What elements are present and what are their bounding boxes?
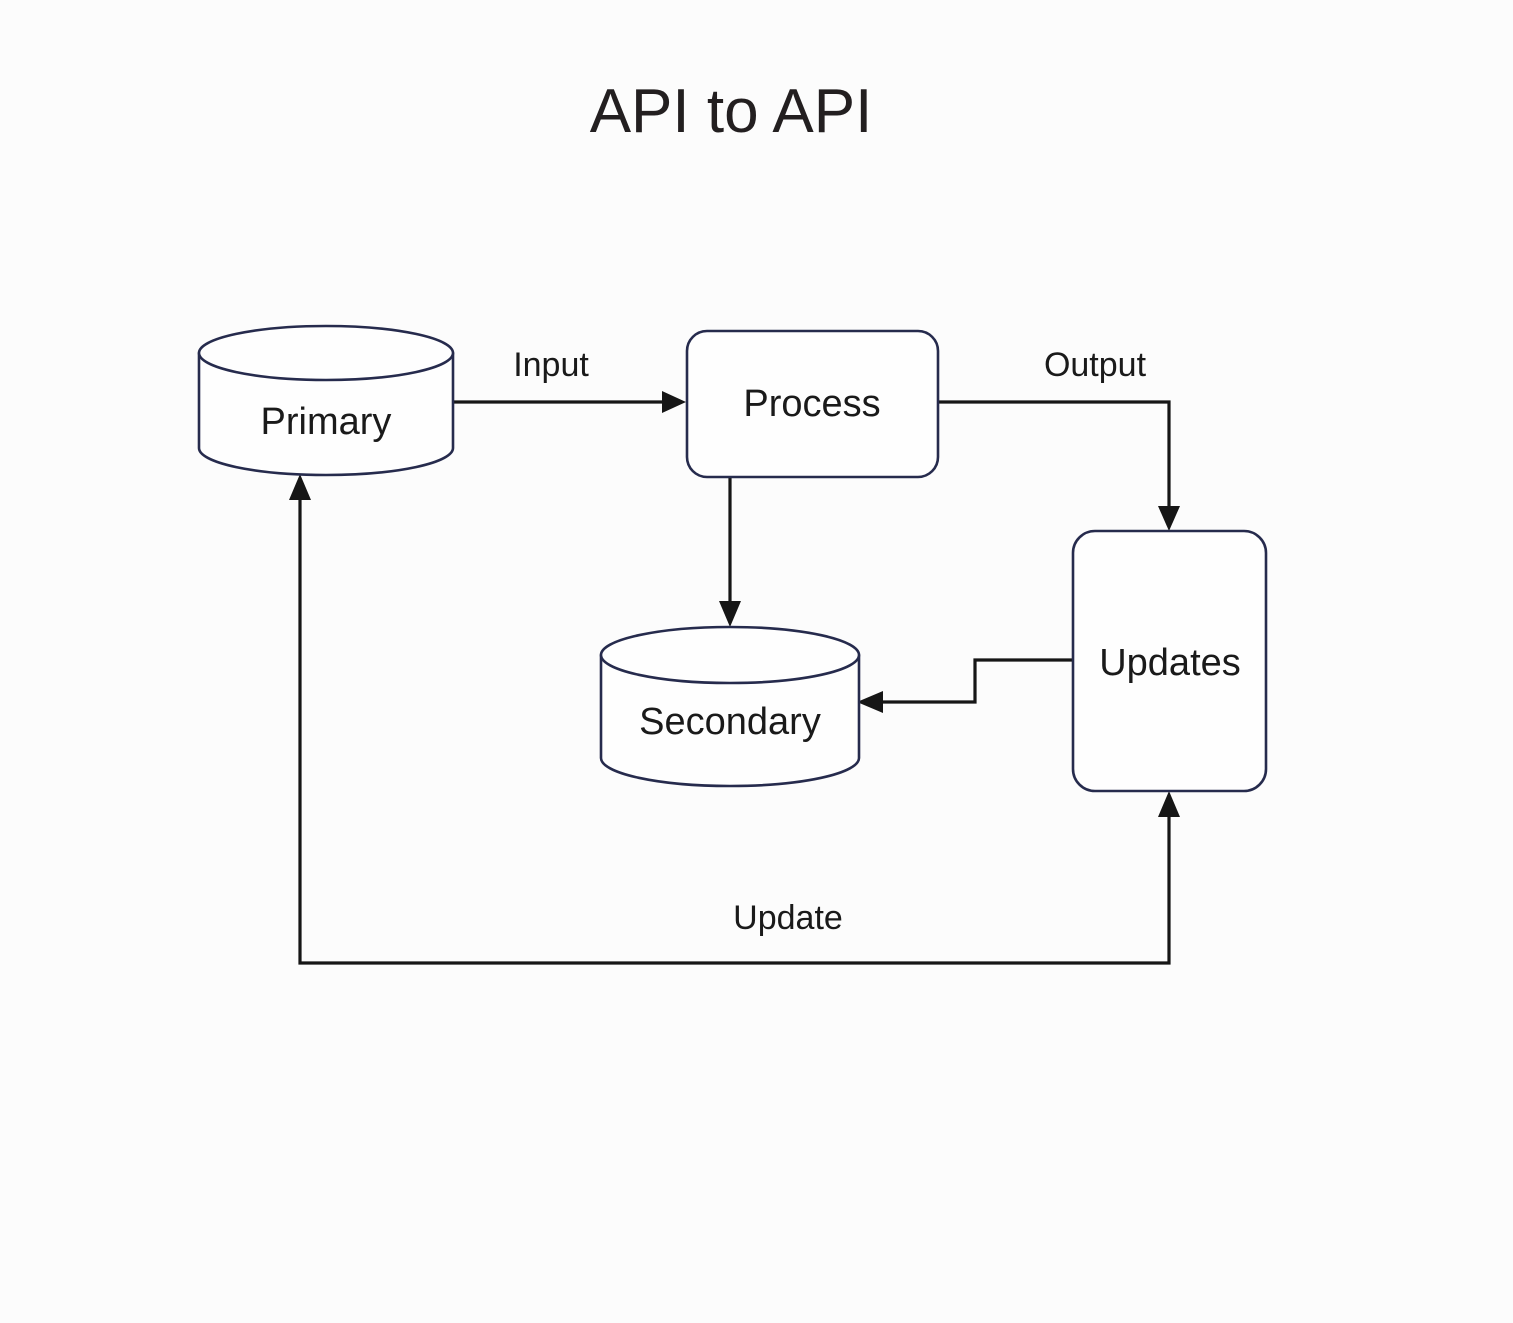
node-process-label: Process xyxy=(743,383,880,425)
node-secondary-top-ellipse xyxy=(599,625,861,685)
edge-process-store-arrowhead xyxy=(719,601,741,627)
edge-label-update: Update xyxy=(733,899,843,937)
node-primary[interactable]: Primary xyxy=(197,324,455,477)
edge-update-back-arrowhead-primary xyxy=(289,474,311,500)
edge-input-arrowhead xyxy=(662,391,686,413)
node-updates[interactable]: Updates xyxy=(1071,529,1268,793)
edge-updates-sync xyxy=(857,658,1073,713)
node-secondary-body xyxy=(599,653,861,788)
node-process-box xyxy=(685,329,940,479)
node-primary-label: Primary xyxy=(261,401,392,443)
node-primary-top-ellipse xyxy=(197,324,455,382)
edge-label-output: Output xyxy=(1044,346,1147,384)
node-process[interactable]: Process xyxy=(685,329,940,479)
node-updates-box xyxy=(1071,529,1268,793)
edge-updates-sync-line xyxy=(872,658,1073,704)
edge-update-back-arrowhead-updates xyxy=(1158,791,1180,817)
edge-updates-sync-arrowhead xyxy=(857,691,883,713)
edge-update-back: Update xyxy=(289,474,1180,965)
edge-output-arrowhead xyxy=(1158,506,1180,531)
edge-output-line xyxy=(938,400,1171,518)
node-primary-body xyxy=(197,351,455,477)
edge-input: Input xyxy=(453,346,686,413)
edge-update-back-line xyxy=(298,490,1171,965)
node-updates-label: Updates xyxy=(1099,642,1241,684)
node-secondary[interactable]: Secondary xyxy=(599,625,861,788)
edge-label-input: Input xyxy=(513,346,589,384)
edge-process-store xyxy=(719,477,741,627)
node-secondary-label: Secondary xyxy=(639,701,821,743)
diagram-title: API to API xyxy=(590,77,873,146)
edge-output: Output xyxy=(938,346,1180,531)
